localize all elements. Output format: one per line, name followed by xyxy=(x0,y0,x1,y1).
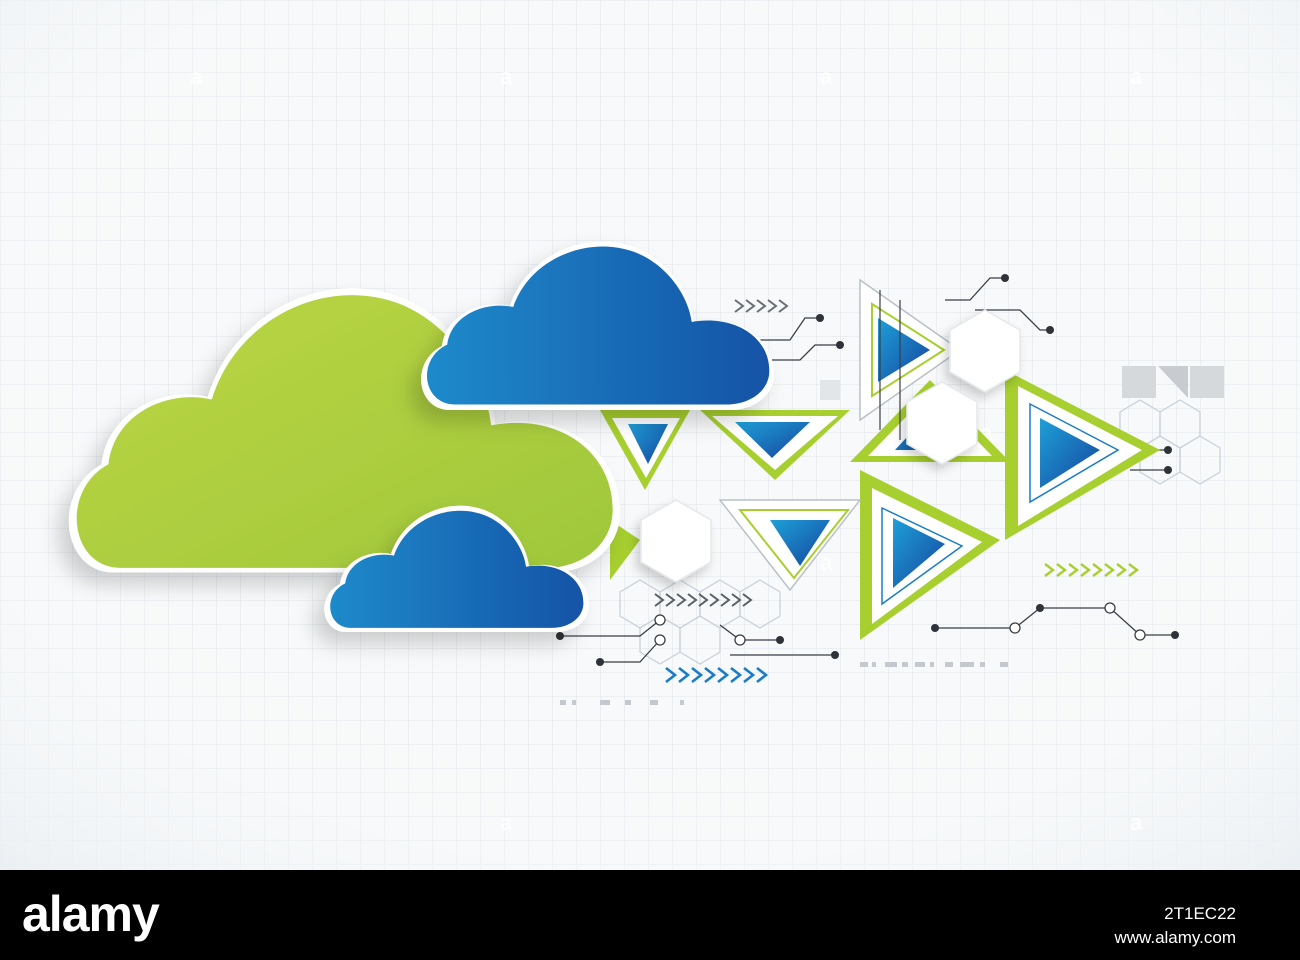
pixel-dashes xyxy=(560,662,1008,705)
chevron-row-gray-bottom xyxy=(654,593,753,607)
alamy-logo: alamy xyxy=(22,886,160,942)
hexagon-outlines xyxy=(619,399,1221,665)
circuit-nodes xyxy=(556,274,1179,666)
grey-squares xyxy=(820,366,1224,400)
cloud-technology-illustration: a a a a a a a a a a a xyxy=(0,0,1300,870)
chevron-row-gray-top xyxy=(734,299,789,313)
chevron-row-blue xyxy=(665,666,769,684)
watermark-mark: a xyxy=(1130,64,1143,89)
chevron-row-green xyxy=(1044,563,1139,577)
watermark-mark: a xyxy=(820,64,833,89)
circuit-rings xyxy=(654,602,1146,646)
watermark-mark: a xyxy=(500,810,513,835)
circuit-overlay xyxy=(879,290,901,440)
watermark-mark: a xyxy=(500,64,513,89)
watermark-mark: a xyxy=(820,550,833,575)
watermark-mark: a xyxy=(190,64,203,89)
white-hexagons xyxy=(640,309,1021,583)
watermark-mark: a xyxy=(1130,810,1143,835)
image-id: 2T1EC22 xyxy=(1164,904,1236,923)
illustration-stage: a a a a a a a a a a a xyxy=(0,0,1300,870)
stock-footer-bar: alamy 2T1EC22 www.alamy.com xyxy=(0,870,1300,960)
site-url: www.alamy.com xyxy=(1114,928,1236,947)
